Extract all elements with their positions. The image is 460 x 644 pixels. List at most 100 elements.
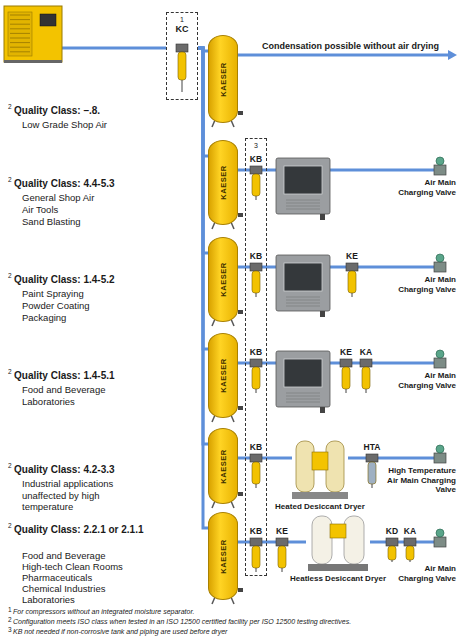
label-holder: KD	[386, 526, 398, 536]
filter-code: KA	[360, 347, 372, 357]
label-holder: Condensation possible without air drying	[262, 41, 439, 52]
filter-code: KE	[340, 347, 352, 357]
air-pipe	[348, 457, 434, 460]
filter-symbol	[176, 44, 188, 92]
label-holder: Pharmaceuticals	[22, 572, 92, 584]
quality-class: Quality Class: 4.2-3.3	[14, 464, 115, 476]
label-holder: 2	[8, 272, 12, 280]
label-holder: Quality Class: 1.4-5.2	[14, 274, 115, 286]
filter-symbol	[250, 263, 262, 297]
dryer-outline	[306, 514, 370, 572]
dryer-label: Heated Desiccant Dryer	[275, 502, 365, 512]
quality-class: Quality Class: 1.4-5.2	[14, 274, 115, 286]
refrigerated-dryer	[276, 255, 330, 317]
filter-code: KE	[276, 526, 288, 536]
label-holder: High-tech Clean Rooms	[22, 561, 123, 573]
label-holder: Air Main Charging Valve	[392, 371, 456, 390]
label-holder: Powder Coating	[22, 300, 90, 312]
tank-brand: KAESER	[219, 62, 228, 96]
footnote-marker: 3	[254, 141, 258, 150]
label-holder: 2	[8, 462, 12, 470]
application-text: Paint Spraying	[22, 288, 84, 300]
application-text: Food and Beverage	[22, 384, 105, 396]
label-holder: KB not needed if non-corrosive tank and …	[13, 627, 227, 636]
footnote-marker: 2	[8, 462, 12, 470]
label-holder: KA	[360, 347, 372, 357]
heatless-desiccant-dryer: Heatless Desiccant Dryer	[306, 514, 370, 572]
application-text: High-tech Clean Rooms	[22, 561, 123, 573]
label-holder: 3	[8, 626, 12, 634]
footnote-marker: 2	[8, 272, 12, 280]
label-holder: Air Main Charging Valve	[394, 564, 456, 583]
label-holder: For compressors without an integrated mo…	[13, 607, 194, 616]
filter-symbol	[366, 454, 378, 488]
equipment	[4, 6, 457, 604]
label-holder: 2	[8, 616, 12, 624]
receiver-tank: KAESER	[208, 237, 238, 322]
filter-code: KE	[346, 251, 358, 261]
label-holder: HTA	[364, 442, 381, 452]
filter-symbol	[250, 538, 262, 572]
charging-valve	[434, 157, 446, 175]
label-holder: KB	[250, 442, 262, 452]
footnote-marker: 2	[8, 368, 12, 376]
filter-symbol	[346, 263, 358, 297]
tank-brand: KAESER	[219, 165, 228, 199]
label-holder: 2	[8, 176, 12, 184]
filter-symbol	[404, 538, 416, 562]
footnote-text: KB not needed if non-corrosive tank and …	[13, 627, 227, 636]
valve-label: Air Main Charging Valve	[392, 178, 456, 197]
valve-label: Air Main Charging Valve	[392, 275, 456, 294]
label-holder: Air Main Charging Valve	[392, 178, 456, 197]
dashed-group: 3	[245, 138, 267, 576]
label-holder: Sand Blasting	[22, 216, 81, 228]
receiver-tank: KAESER	[208, 333, 238, 418]
label-holder: Paint Spraying	[22, 288, 84, 300]
quality-class: Quality Class: 2.2.1 or 2.1.1	[14, 524, 144, 536]
footnote-marker: 1	[180, 15, 184, 24]
label-holder: Food and Beverage	[22, 384, 105, 396]
receiver-tank: KAESER	[208, 428, 238, 504]
air-pipe	[330, 169, 434, 172]
flow-arrow	[448, 50, 457, 60]
tank-brand: KAESER	[219, 449, 228, 483]
label-holder: Packaging	[22, 312, 66, 324]
label-holder: Air Main Charging Valve	[392, 275, 456, 294]
application-text: Pharmaceuticals	[22, 572, 92, 584]
label-holder: KE	[346, 251, 358, 261]
receiver-tank: KAESER	[208, 512, 238, 600]
application-text: Chemical Industries	[22, 583, 105, 595]
label-holder: KE	[340, 347, 352, 357]
label-holder: 2	[8, 103, 12, 111]
dashed-group: 1KC	[166, 12, 198, 100]
filter-code: KB	[250, 442, 262, 452]
footnote-marker: 1	[8, 606, 12, 614]
footnote-marker: 2	[8, 176, 12, 184]
charging-valve	[434, 529, 446, 547]
label-holder: KA	[404, 526, 416, 536]
valve-label: Air Main Charging Valve	[392, 371, 456, 390]
charging-valve	[434, 254, 446, 272]
filter-code: KB	[250, 347, 262, 357]
tank-brand: KAESER	[219, 262, 228, 296]
filter-code: KA	[404, 526, 416, 536]
footnote-marker: 2	[8, 103, 12, 111]
application-text: Air Tools	[22, 204, 58, 216]
air-pipe-connector	[238, 457, 292, 460]
application-text: Low Grade Shop Air	[22, 119, 107, 131]
air-pipe-connector	[238, 541, 306, 544]
label-holder: Quality Class: 2.2.1 or 2.1.1	[14, 524, 144, 536]
label-holder: Industrial applications unaffected by hi…	[22, 478, 134, 513]
label-holder: Air Tools	[22, 204, 58, 216]
air-pipe	[370, 541, 434, 544]
filter-code: KD	[386, 526, 398, 536]
application-text: General Shop Air	[22, 192, 94, 204]
application-text: Food and Beverage	[22, 550, 105, 562]
label-holder: Laboratories	[22, 594, 75, 606]
receiver-tank: KAESER	[208, 35, 238, 123]
label-holder: KB	[250, 251, 262, 261]
label-holder: High Temperature Air Main Charging Valve	[378, 466, 456, 495]
application-text: Laboratories	[22, 396, 75, 408]
filter-code: KB	[250, 251, 262, 261]
